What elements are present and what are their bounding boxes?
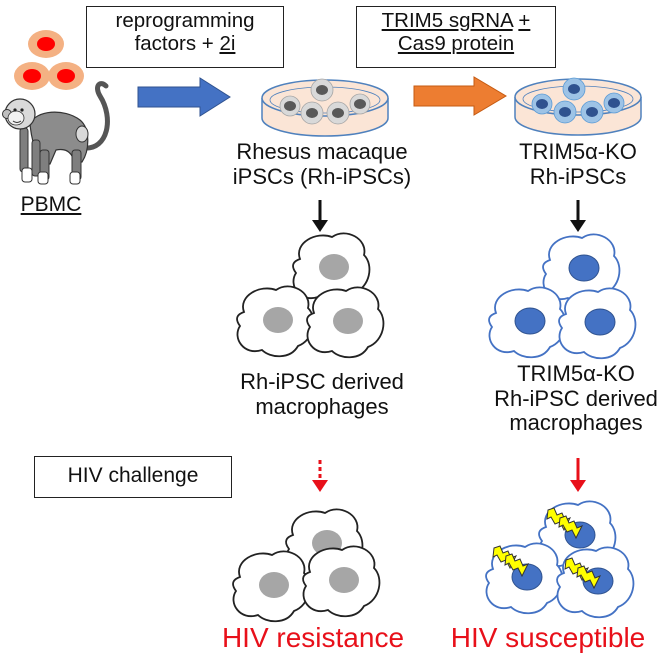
- reprogramming-factors-box: reprogramming factors + 2i: [86, 6, 284, 68]
- ko-ipsc-dish: [514, 77, 642, 136]
- hiv-arrow-solid: [570, 458, 586, 492]
- macrophage-cluster: [237, 233, 383, 357]
- differentiation-arrow-left: [312, 200, 328, 232]
- hiv-resistance-label: HIV resistance: [221, 622, 405, 653]
- pbmc-label: PBMC: [20, 193, 82, 216]
- resistant-macrophage-cluster: [233, 509, 379, 621]
- ko-macrophage-label: TRIM5α-KO Rh-iPSC derived macrophages: [494, 361, 658, 436]
- monkey-icon: [2, 81, 110, 185]
- sgrna-line-2: + Cas9 protein: [397, 9, 531, 55]
- reprogramming-line-1: reprogramming: [115, 9, 255, 32]
- knockout-arrow: [413, 76, 507, 116]
- hiv-arrow-dashed: [312, 460, 328, 492]
- sgrna-line-1: TRIM5 sgRNA: [381, 9, 513, 32]
- macrophage-label: Rh-iPSC derived macrophages: [240, 369, 404, 419]
- reprogramming-line-2: factors + 2i: [134, 31, 236, 55]
- ko-ipsc-label: TRIM5α-KO Rh-iPSCs: [519, 139, 637, 189]
- rh-ipsc-dish: [261, 78, 389, 137]
- reprogramming-arrow: [137, 77, 231, 117]
- sgrna-cas9-box: TRIM5 sgRNA + Cas9 protein: [356, 6, 556, 68]
- ko-macrophage-cluster: [489, 234, 635, 358]
- pbmc-cells: [14, 30, 84, 90]
- hiv-challenge-box: HIV challenge: [34, 456, 232, 498]
- rh-ipsc-label: Rhesus macaque iPSCs (Rh-iPSCs): [232, 139, 412, 189]
- hiv-susceptible-label: HIV susceptible: [450, 622, 646, 653]
- differentiation-arrow-right: [570, 200, 586, 232]
